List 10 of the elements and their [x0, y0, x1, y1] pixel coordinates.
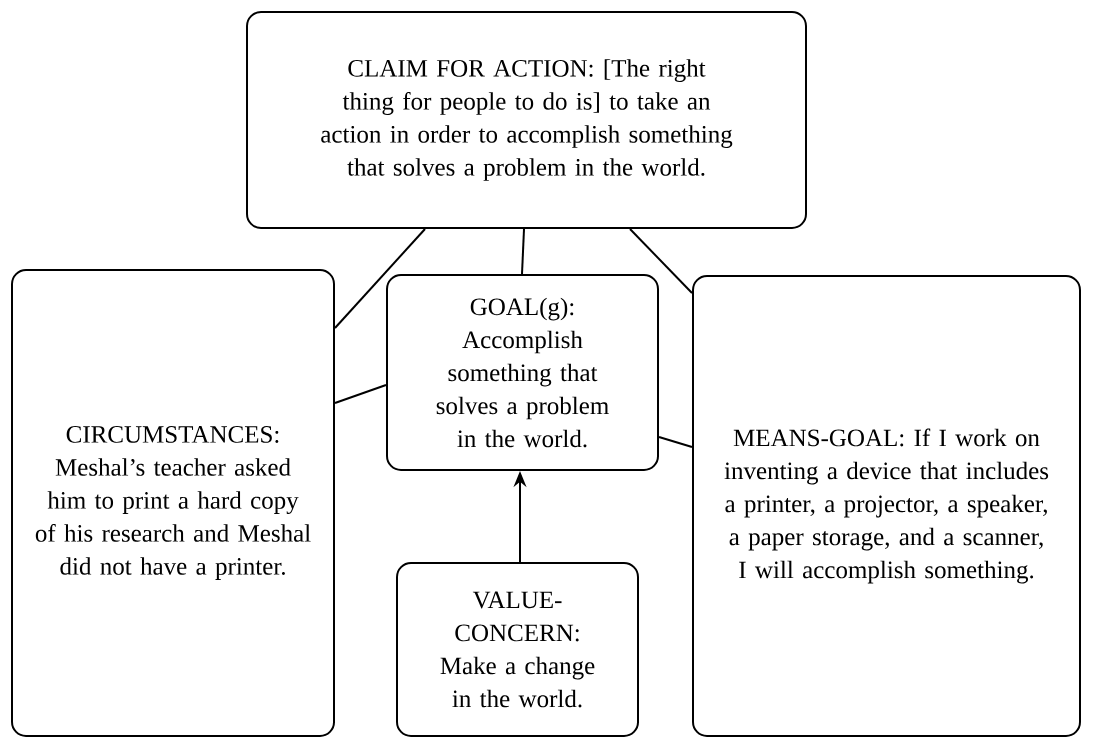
connector-line — [334, 384, 387, 404]
text-box: GOAL(g): Accomplish something that solves a problem in the world. — [386, 274, 659, 471]
connector-line — [658, 436, 693, 448]
text-box: CLAIM FOR ACTION: [The right thing for people to do is] to take an action in order to accomplish something that solves a problem in the world. — [246, 11, 807, 229]
text-box: CIRCUMSTANCES: Meshal’s teacher asked him to print a hard copy of his research and Meshal did not have a printer. — [11, 269, 335, 737]
connector-line — [334, 228, 426, 329]
connector-line — [629, 228, 693, 294]
connector-line — [521, 228, 525, 275]
text-box: MEANS-GOAL: If I work on inventing a device that includes a printer, a projector, a speaker, a paper storage, and a scanner, I will accomplish something. — [692, 275, 1081, 737]
text-box: VALUE-CONCERN: Make a change in the world. — [396, 562, 639, 737]
